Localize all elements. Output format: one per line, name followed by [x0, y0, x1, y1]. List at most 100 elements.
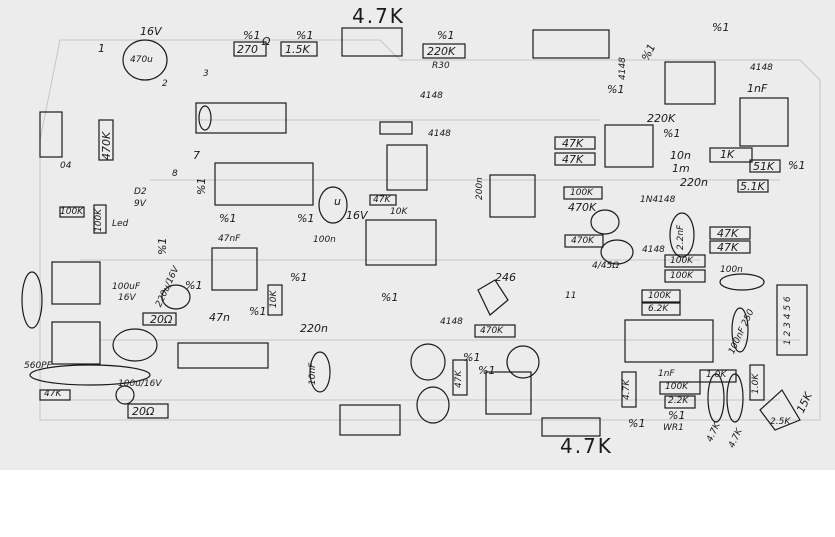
label: %1: [478, 364, 496, 377]
label: 100K: [670, 271, 694, 281]
pin-label: 1: [98, 42, 105, 55]
label: 470K: [571, 236, 595, 246]
label: 10K: [269, 290, 279, 308]
label: 1.5K: [285, 43, 310, 56]
connector-04: [39, 111, 63, 158]
label: 10n: [670, 149, 691, 162]
label: %1: [788, 159, 806, 172]
paper-background: [0, 0, 835, 470]
label: 4148: [618, 57, 628, 80]
label: 470K: [100, 131, 113, 160]
label: 270: [237, 43, 258, 56]
trimmer-wr1: [759, 389, 801, 431]
label: 470K: [480, 326, 504, 336]
label: 220n: [680, 176, 708, 189]
label: 47n: [209, 311, 230, 324]
label: 1N4148: [640, 195, 676, 205]
label: Ω: [262, 35, 271, 48]
label: 4148: [750, 63, 773, 73]
label: 47K: [454, 370, 464, 388]
label: Led: [112, 219, 129, 229]
label: 2.2nF: [676, 224, 686, 250]
label: %1: [607, 83, 625, 96]
pin-label: 3: [203, 69, 209, 79]
label: %1: [663, 127, 681, 140]
ic-u6: [664, 61, 716, 105]
ic-u3: [365, 219, 437, 266]
label: 16V: [118, 293, 136, 303]
label: u: [334, 195, 341, 208]
label: 100K: [665, 382, 689, 392]
label: 246: [495, 271, 516, 284]
ic-chips: [39, 27, 808, 437]
ic-u1: [214, 162, 314, 206]
label: 4148: [420, 91, 443, 101]
label: 560PF: [24, 361, 52, 371]
label: 100K: [570, 188, 594, 198]
label: %1: [668, 409, 686, 422]
label: 470K: [568, 201, 597, 214]
pin-label: 11: [565, 291, 577, 301]
label: 47K: [562, 153, 584, 166]
label: %1: [219, 212, 237, 225]
label: 10nF: [308, 362, 318, 385]
ic-u9: [51, 321, 101, 365]
label: 1.0K: [751, 373, 761, 394]
label: 6.2K: [648, 304, 669, 314]
label: WR1: [663, 423, 684, 433]
label: 100K: [648, 291, 672, 301]
label: 100u/16V: [118, 379, 162, 389]
ic-u12: [485, 371, 532, 415]
label: 1.0K: [706, 370, 727, 380]
label: %1: [712, 21, 730, 34]
ic-u8: [51, 261, 101, 305]
label: 9V: [134, 199, 146, 209]
label: 1K: [720, 148, 735, 161]
label: 100K: [94, 208, 104, 232]
label: 47K: [373, 195, 391, 205]
label: 47K: [717, 241, 739, 254]
label: 220n: [300, 322, 328, 335]
connector-6pin: [776, 284, 808, 356]
label: 4148: [440, 317, 463, 327]
label: 20Ω: [132, 405, 155, 418]
label: 47nF: [218, 234, 241, 244]
ic-u10: [211, 247, 258, 291]
label: 470u: [130, 55, 153, 65]
label: 4148: [642, 245, 665, 255]
pcb-traces: [39, 39, 821, 421]
ic-u11: [177, 342, 269, 369]
label: 220K: [647, 112, 676, 125]
label: %1: [381, 291, 399, 304]
label: 10K: [390, 207, 408, 217]
label: %1: [297, 212, 315, 225]
pot-mid: [339, 404, 401, 436]
label: %1: [296, 29, 314, 42]
ic-u13: [624, 319, 714, 363]
label: 51K: [753, 160, 775, 173]
label: 20Ω: [150, 313, 173, 326]
connector-pins: 1 2 3 4 5 6: [783, 296, 793, 345]
label: 100n: [720, 265, 743, 275]
label: 47K: [717, 227, 739, 240]
ic-u7: [739, 97, 789, 147]
label: %1: [243, 29, 261, 42]
ic-u2: [386, 144, 428, 191]
label: 100uF: [112, 282, 141, 292]
label: 4.7K: [622, 379, 632, 400]
label: 16V: [346, 209, 368, 222]
pot-top: [341, 27, 403, 57]
label: 4/45Ω: [592, 261, 620, 271]
label: %1: [463, 351, 481, 364]
label: 2.5K: [770, 417, 791, 427]
label: %1: [628, 417, 646, 430]
label: 2.2K: [668, 396, 689, 406]
label: %1: [437, 29, 455, 42]
label: 220K: [427, 45, 456, 58]
regulator-top: [532, 29, 610, 59]
label: R30: [432, 61, 450, 71]
label: 1m: [672, 162, 690, 175]
pin-label: 8: [172, 169, 178, 179]
ic-u4: [489, 174, 536, 218]
label: 1nF: [747, 82, 768, 95]
